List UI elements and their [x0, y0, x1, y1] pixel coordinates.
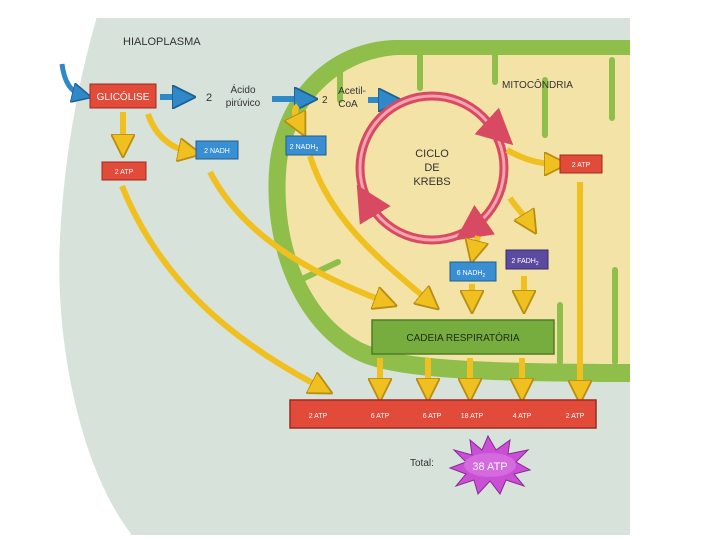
cadeia-respiratoria-label: CADEIA RESPIRATÓRIA — [406, 331, 520, 344]
krebs-cycle — [355, 91, 514, 245]
atp-bar — [289, 399, 597, 429]
krebs-fadh-box — [505, 249, 549, 270]
krebs-line1: CICLO — [415, 148, 449, 160]
mito-nadh-label: 2 NADH2 — [290, 144, 319, 153]
acetil-line2: CoA — [338, 99, 358, 110]
atp-bar-value: 2 ATP — [309, 413, 328, 420]
atp-bar-value: 4 ATP — [513, 413, 532, 420]
yellow-arrows — [122, 103, 580, 392]
piruvico-line1: Ácido — [230, 83, 255, 96]
mitocondria-label: MITOCÔNDRIA — [502, 78, 573, 91]
krebs-line2: DE — [424, 162, 439, 174]
mito-nadh-box — [285, 135, 327, 156]
krebs-nadh-box — [449, 261, 497, 282]
piruvico-count: 2 — [206, 92, 212, 104]
glicolise-label: GLICÓLISE — [97, 90, 150, 103]
atp-bar-value: 2 ATP — [566, 413, 585, 420]
krebs-line3: KREBS — [413, 176, 450, 188]
glycolysis-atp-label: 2 ATP — [115, 169, 134, 176]
piruvico-line2: pirúvico — [226, 98, 261, 109]
total-value: 38 ATP — [472, 461, 507, 473]
cadeia-respiratoria-box — [371, 319, 555, 355]
total-label: Total: — [410, 458, 434, 469]
glycolysis-atp-box — [101, 161, 147, 181]
hialoplasma-label: HIALOPLASMA — [123, 36, 201, 48]
atp-bar-value: 6 ATP — [423, 413, 442, 420]
krebs-nadh-label: 6 NADH2 — [457, 270, 486, 279]
glicolise-box — [89, 83, 157, 109]
krebs-atp-box — [559, 154, 603, 174]
glucose-entry-arrow — [59, 63, 82, 95]
acetil-count: 2 — [322, 95, 328, 106]
glycolysis-nadh-box — [195, 140, 239, 160]
cell-membrane — [56, 17, 132, 536]
krebs-fadh-label: 2 FADH2 — [511, 258, 539, 267]
krebs-atp-label: 2 ATP — [572, 162, 591, 169]
atp-bar-labels: 2 ATP 6 ATP 6 ATP 18 ATP 4 ATP 2 ATP — [309, 413, 585, 420]
atp-bar-value: 6 ATP — [371, 413, 390, 420]
atp-bar-value: 18 ATP — [461, 413, 484, 420]
acetil-line1: Acetil- — [338, 86, 366, 97]
glycolysis-nadh-label: 2 NADH — [204, 148, 230, 155]
